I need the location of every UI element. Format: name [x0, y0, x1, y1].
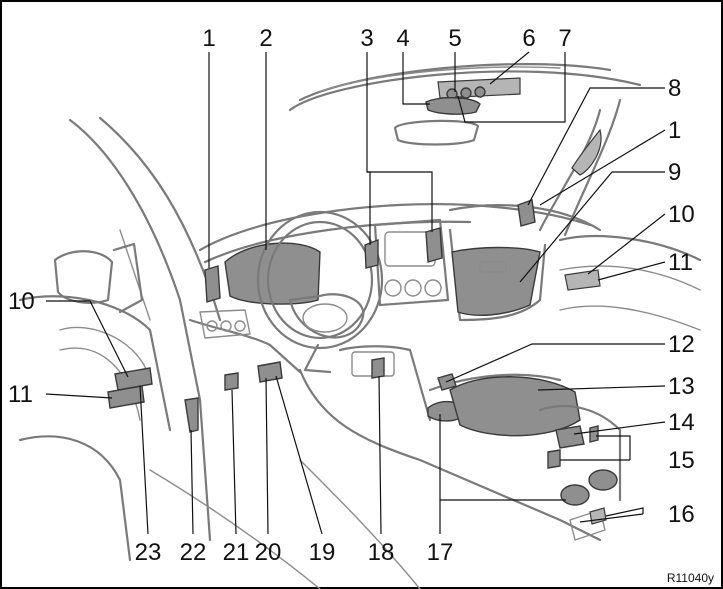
callout-20: 20	[255, 539, 282, 566]
cabin-line-art	[18, 63, 702, 589]
callout-labels: 1 2 3 4 5 6 7 8 1 9 10 11 10 11 12 13 14…	[8, 25, 714, 585]
callout-11-right: 11	[668, 249, 693, 276]
callout-16: 16	[668, 501, 695, 528]
callout-10-left: 10	[8, 288, 35, 315]
callout-14: 14	[668, 409, 695, 436]
callout-leader-lines	[45, 51, 666, 535]
callout-23: 23	[135, 539, 162, 566]
callout-11-left: 11	[8, 381, 33, 408]
callout-10-right: 10	[668, 201, 695, 228]
callout-4: 4	[396, 25, 409, 52]
callout-3: 3	[360, 25, 373, 52]
callout-1-right: 1	[668, 117, 681, 144]
callout-5: 5	[448, 25, 461, 52]
callout-15: 15	[668, 447, 695, 474]
callout-19: 19	[309, 539, 336, 566]
callout-18: 18	[368, 539, 395, 566]
callout-9: 9	[668, 159, 681, 186]
callout-22: 22	[180, 539, 207, 566]
callout-8: 8	[668, 75, 681, 102]
callout-7: 7	[558, 25, 571, 52]
callout-1-top: 1	[202, 25, 215, 52]
callout-2: 2	[259, 25, 272, 52]
callout-21: 21	[223, 539, 250, 566]
callout-12: 12	[668, 331, 695, 358]
callout-13: 13	[668, 373, 695, 400]
figure-reference-code: R11040y	[667, 571, 714, 585]
callout-17: 17	[427, 539, 454, 566]
callout-6: 6	[522, 25, 535, 52]
